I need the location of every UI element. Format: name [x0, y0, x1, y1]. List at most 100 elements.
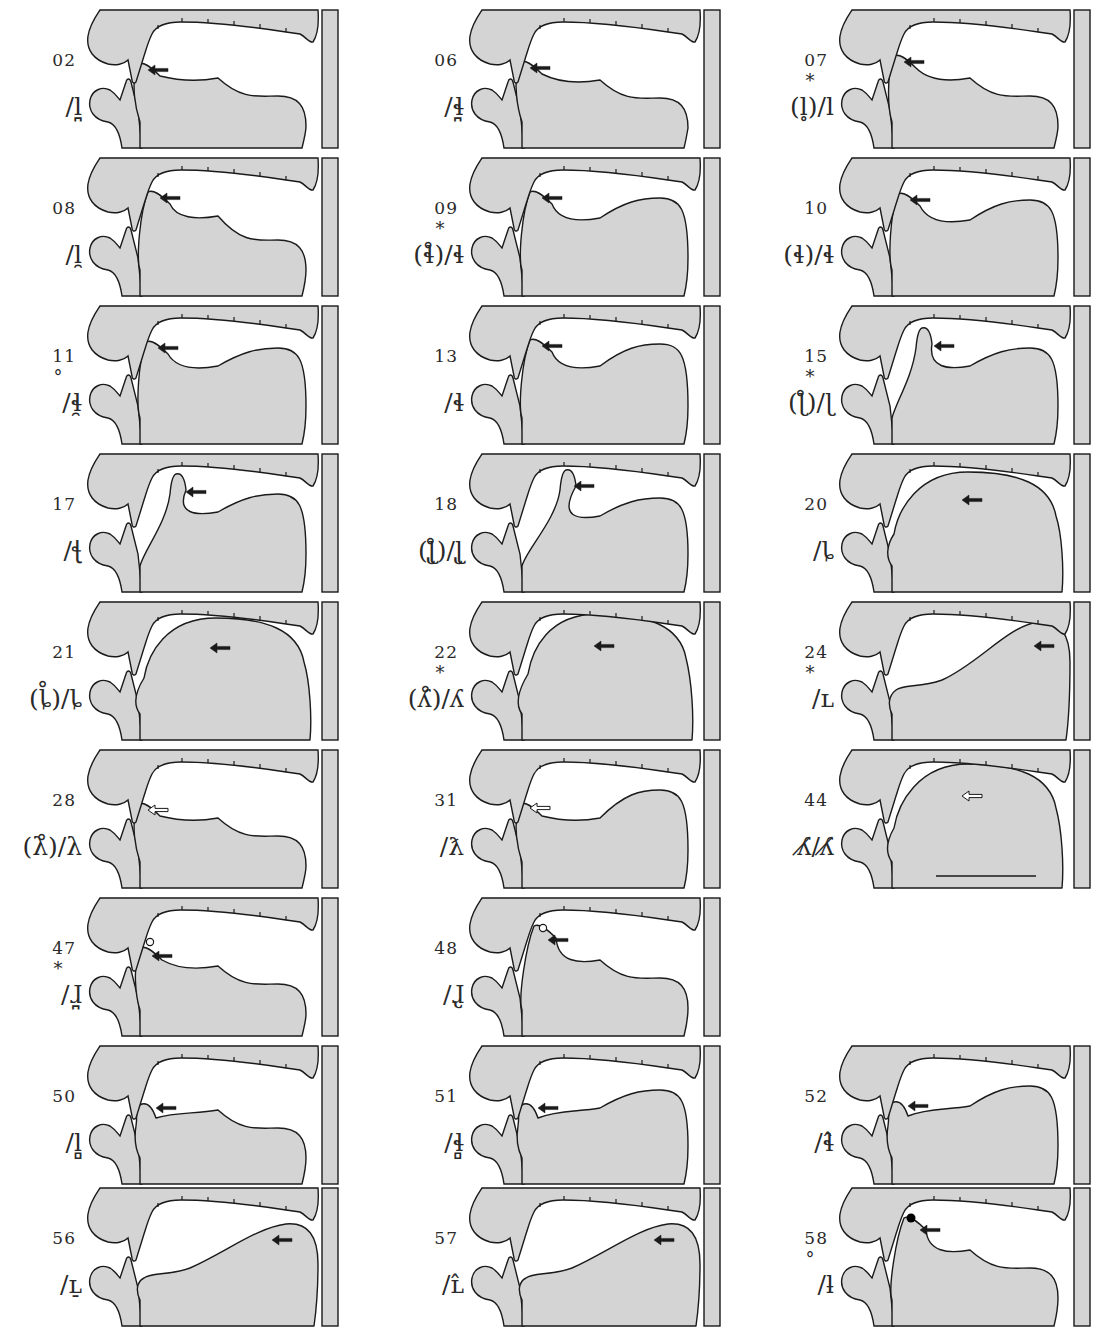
palate-tick: [207, 759, 208, 763]
palate-tick: [233, 465, 234, 469]
palate-tick: [259, 764, 260, 768]
tongue-outline: [888, 764, 1063, 888]
palate-tick: [909, 617, 910, 621]
tongue-outline: [136, 618, 311, 740]
upper-jaw: [88, 1188, 319, 1261]
palate-tick: [959, 1055, 960, 1059]
upper-jaw: [470, 158, 701, 231]
pharynx-wall: [704, 1046, 720, 1184]
palate-tick: [641, 1060, 642, 1064]
palate-tick: [985, 317, 986, 321]
palate-tick: [259, 320, 260, 324]
phonetic-symbol: /ɺ̢: [378, 980, 464, 1010]
panel-number: 31: [406, 790, 458, 810]
phonetic-symbol: (ɬ)/ɬ: [748, 240, 834, 270]
panel-number: 18: [406, 494, 458, 514]
palate-tick: [285, 768, 286, 772]
palate-tick: [615, 613, 616, 617]
palate-tick: [589, 1055, 590, 1059]
upper-jaw: [470, 1188, 701, 1261]
phonetic-symbol: /l̯: [2, 240, 82, 270]
palate-tick: [181, 1054, 182, 1058]
upper-jaw: [840, 454, 1071, 527]
tongue-outline: [522, 470, 688, 592]
palate-tick: [1011, 1202, 1012, 1206]
palate-tick: [1037, 1064, 1038, 1068]
phonetic-symbol: (l̥)/l: [748, 92, 834, 122]
palate-tick: [933, 1196, 934, 1200]
panel-number: 58: [776, 1228, 828, 1248]
tongue-outline: [134, 803, 306, 888]
upper-jaw: [88, 1046, 319, 1119]
palate-tick: [641, 320, 642, 324]
pharynx-wall: [704, 750, 720, 888]
panel-number: 10: [776, 198, 828, 218]
palate-tick: [285, 176, 286, 180]
upper-jaw: [470, 1046, 701, 1119]
phonetic-symbol: /ʟ̠: [2, 1270, 82, 1300]
vocal-tract-section: [840, 454, 1090, 592]
panel-number: 57: [406, 1228, 458, 1248]
pharynx-wall: [1074, 602, 1090, 740]
panel-number: 50: [24, 1086, 76, 1106]
palate-tick: [985, 761, 986, 765]
panel-number: 44: [776, 790, 828, 810]
palate-tick: [181, 18, 182, 22]
palate-tick: [985, 21, 986, 25]
tongue-outline: [138, 191, 306, 296]
palate-tick: [959, 315, 960, 319]
lower-jaw: [472, 1115, 524, 1184]
palate-tick: [563, 166, 564, 170]
palate-tick: [667, 28, 668, 32]
airflow-arrow: [908, 1101, 928, 1111]
palate-tick: [563, 314, 564, 318]
panel-number: 06: [406, 50, 458, 70]
palate-tick: [589, 907, 590, 911]
vocal-tract-section: [88, 750, 338, 888]
pharynx-wall: [704, 602, 720, 740]
palate-tick: [259, 468, 260, 472]
palate-tick: [933, 610, 934, 614]
palate-tick: [285, 620, 286, 624]
diacritic-mark: *: [428, 218, 452, 240]
palate-tick: [589, 463, 590, 467]
palate-tick: [959, 1197, 960, 1201]
open-circle: [539, 924, 546, 931]
tongue-outline: [138, 341, 306, 444]
tongue-outline: [889, 55, 1059, 148]
palate-tick: [615, 169, 616, 173]
lower-jaw: [842, 1257, 894, 1326]
upper-jaw: [470, 750, 701, 823]
palate-tick: [589, 167, 590, 171]
airflow-arrow: [530, 63, 550, 73]
lower-jaw: [472, 967, 524, 1036]
airflow-arrow: [160, 193, 180, 203]
tongue-outline: [140, 474, 306, 592]
phonetic-symbol: (λ̊)/λ: [2, 832, 82, 862]
palate-tick: [667, 176, 668, 180]
palate-tick: [641, 24, 642, 28]
palate-tick: [615, 317, 616, 321]
palate-tick: [181, 1196, 182, 1200]
palate-tick: [615, 909, 616, 913]
filled-dot: [907, 1214, 916, 1223]
pharynx-wall: [1074, 158, 1090, 296]
vocal-tract-section: [88, 898, 338, 1036]
palate-tick: [589, 611, 590, 615]
hollow-arrow: [148, 805, 168, 815]
tongue-outline: [520, 339, 688, 444]
pharynx-wall: [322, 898, 338, 1036]
palate-tick: [589, 759, 590, 763]
palate-tick: [985, 613, 986, 617]
pharynx-wall: [1074, 1188, 1090, 1326]
palate-tick: [207, 611, 208, 615]
palate-tick: [1037, 1206, 1038, 1210]
vocal-tract-section: [470, 898, 720, 1036]
airflow-arrow: [158, 343, 178, 353]
palate-tick: [157, 1203, 158, 1207]
panel-number: 08: [24, 198, 76, 218]
diacritic-mark: *: [798, 366, 822, 388]
palate-tick: [157, 913, 158, 917]
open-circle: [146, 938, 153, 945]
